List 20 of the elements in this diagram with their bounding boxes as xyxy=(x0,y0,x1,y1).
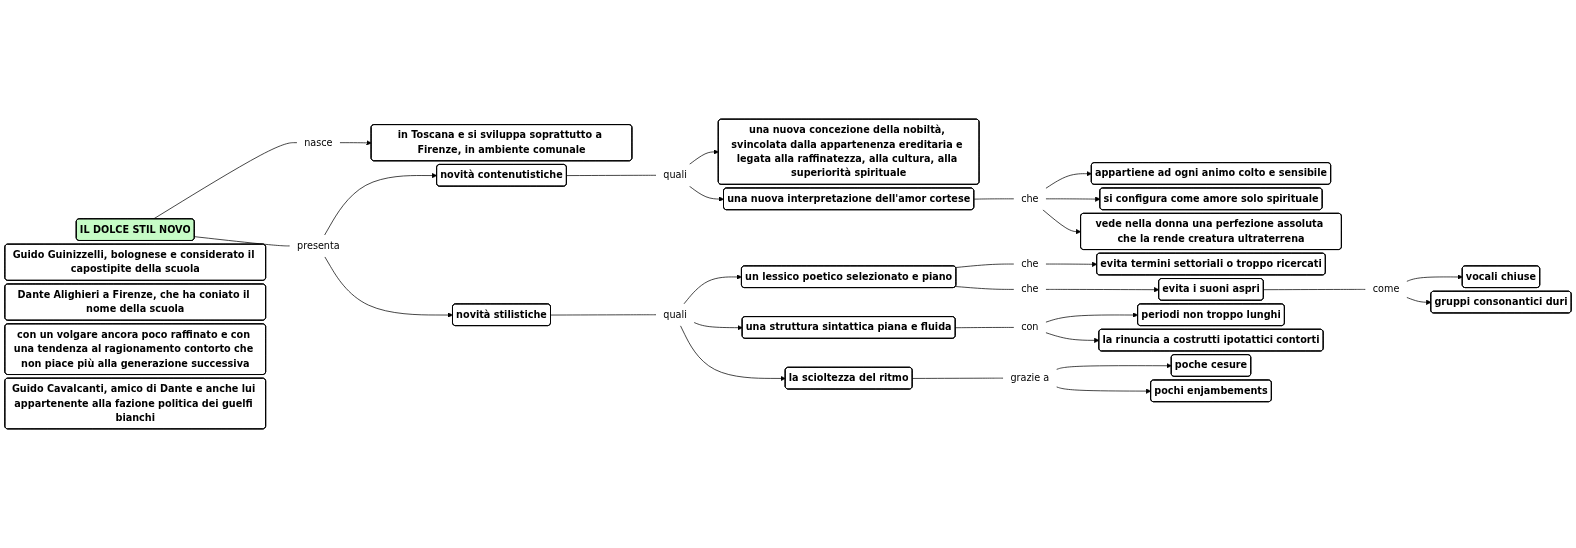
connector xyxy=(153,142,298,220)
node-text: grazie a xyxy=(1010,372,1050,384)
node-text: quali xyxy=(663,308,687,321)
node-text: come xyxy=(1372,283,1400,295)
node-text: che xyxy=(1021,258,1039,270)
connector xyxy=(550,314,657,316)
connector xyxy=(955,327,1015,329)
node-text: presenta xyxy=(297,239,340,252)
node-text: nasce xyxy=(304,136,333,149)
node-text: che xyxy=(1021,283,1039,295)
connector xyxy=(566,174,657,176)
connector xyxy=(973,198,1015,200)
node-text: quali xyxy=(663,169,687,181)
node-text: che xyxy=(1021,192,1039,205)
node-text: con xyxy=(1021,321,1039,333)
connector xyxy=(194,236,291,247)
connector xyxy=(955,286,1015,290)
connector xyxy=(1263,289,1366,291)
connector xyxy=(912,377,1004,379)
connector xyxy=(955,263,1015,268)
